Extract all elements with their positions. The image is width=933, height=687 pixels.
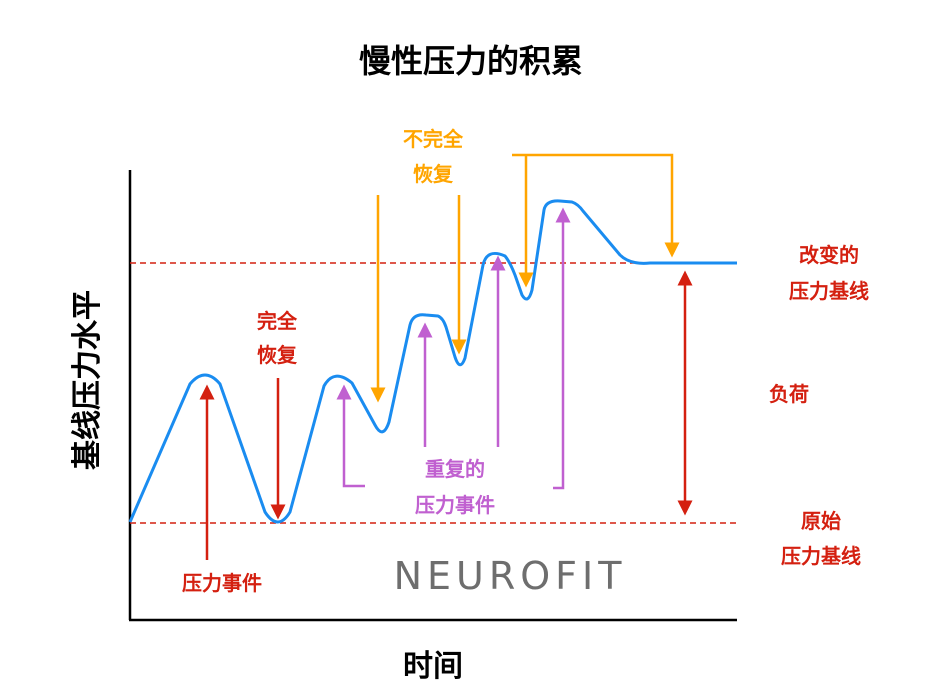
original-baseline-label-2: 压力基线: [781, 544, 861, 568]
chart-title: 慢性压力的积累: [359, 42, 583, 80]
repeated-event-arrow-1: [336, 384, 365, 488]
stress-level-curve: [128, 199, 737, 524]
original-baseline-label-1: 原始: [801, 509, 841, 533]
load-label: 负荷: [769, 382, 809, 406]
repeated-events-label-2: 压力事件: [415, 493, 495, 517]
repeated-event-arrow-4: [553, 207, 571, 490]
complete-recovery-label-2: 恢复: [257, 343, 298, 367]
changed-baseline-label-1: 改变的: [799, 243, 859, 267]
incomplete-recovery-label-1: 不完全: [403, 127, 464, 151]
new-baseline-arrow: [512, 153, 680, 258]
incomplete-recovery-label-2: 恢复: [413, 162, 454, 186]
changed-baseline-label-2: 压力基线: [789, 279, 869, 303]
x-axis-label: 时间: [403, 649, 463, 683]
watermark-logo: NEUROFIT: [394, 554, 627, 598]
y-axis-label: 基线压力水平: [70, 290, 105, 470]
complete-recovery-label-1: 完全: [257, 309, 298, 333]
repeated-events-label-1: 重复的: [425, 457, 485, 481]
stress-event-label: 压力事件: [182, 571, 262, 595]
